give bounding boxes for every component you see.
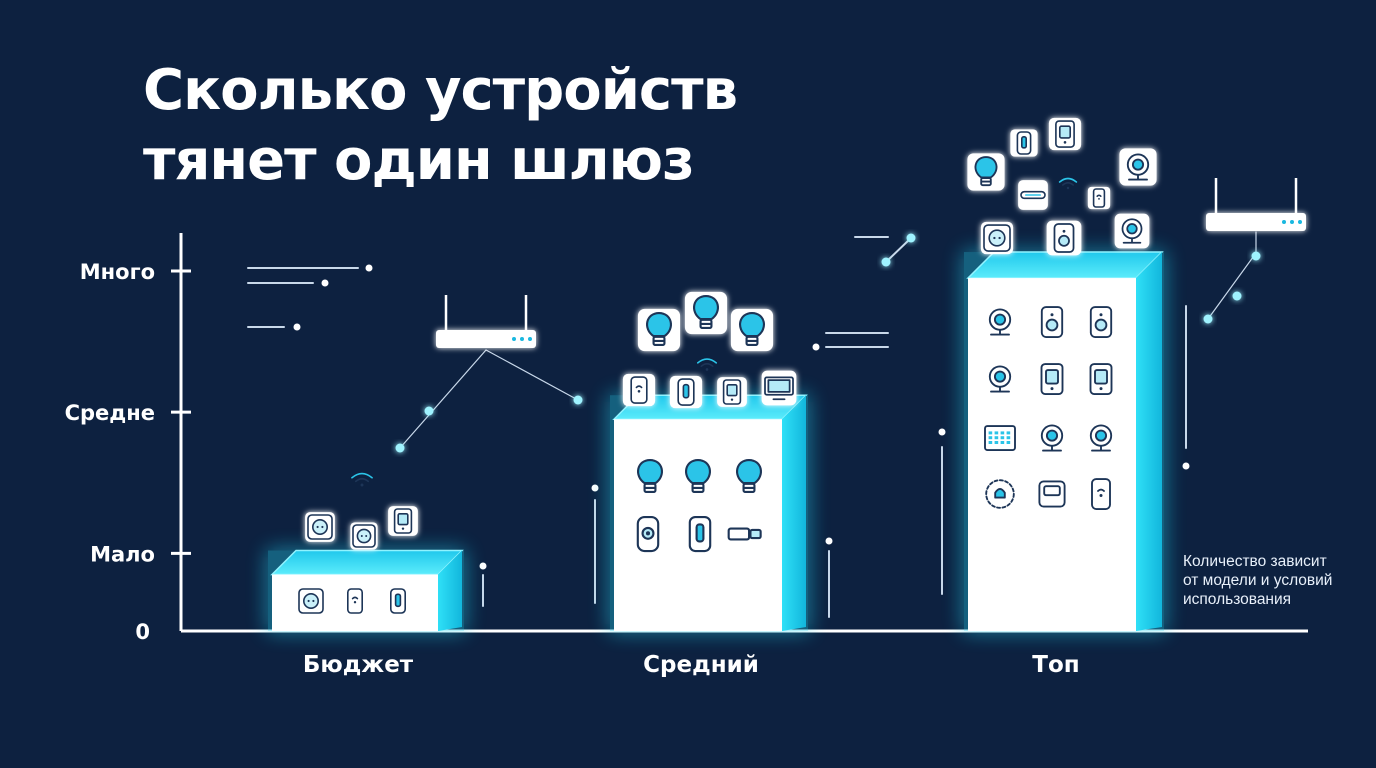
connector-dot	[1251, 251, 1261, 261]
footnote-line-1: Количество зависит	[1183, 553, 1327, 570]
router-icon	[436, 295, 536, 348]
camera-icon	[1040, 424, 1064, 452]
bar-1	[268, 549, 464, 631]
wifi-icon	[1058, 177, 1078, 190]
bulb-icon	[637, 458, 663, 494]
speaker-icon	[1040, 306, 1064, 338]
plug-icon	[1089, 363, 1113, 395]
connector-dot	[321, 279, 329, 287]
motion-sensor-icon	[636, 515, 660, 553]
connector-dot	[812, 343, 820, 351]
y-tick-label: 0	[135, 620, 150, 644]
bar-side-face	[1136, 252, 1162, 631]
footnote-line-2: от модели и условий	[1183, 572, 1333, 589]
connector-dot	[365, 264, 373, 272]
connector-dot	[591, 484, 599, 492]
plug-icon	[388, 506, 418, 536]
speaker-icon	[1046, 220, 1082, 256]
bulb-icon	[684, 291, 728, 335]
decorative-lines	[247, 231, 1261, 618]
camera-icon	[1119, 148, 1157, 186]
switch-icon	[1038, 480, 1066, 508]
keypad-icon	[984, 425, 1016, 451]
y-tick-label: Много	[80, 260, 155, 284]
camera-icon	[988, 308, 1012, 336]
bar-side-face	[438, 550, 462, 631]
connector-line	[885, 237, 912, 263]
title-line-2: тянет один шлюз	[143, 128, 695, 193]
footnote-line-3: использования	[1183, 591, 1292, 608]
sensor-icon	[347, 588, 363, 614]
socket-icon	[350, 522, 378, 550]
sensor-icon	[1091, 478, 1111, 510]
connector-dot	[573, 395, 583, 405]
bulb-icon	[967, 153, 1005, 191]
connector-dot	[906, 233, 916, 243]
connector-line	[399, 349, 487, 449]
bar-3	[964, 251, 1164, 631]
plug-icon	[1040, 363, 1064, 395]
connector-dot	[395, 443, 405, 453]
socket-icon	[980, 221, 1014, 255]
connector-line	[485, 349, 579, 401]
camera-icon	[1114, 213, 1150, 249]
bar-side-face	[782, 395, 806, 631]
door-sensor-icon	[1010, 129, 1038, 157]
sensor-icon	[622, 373, 656, 407]
bulb-icon	[736, 458, 762, 494]
plug-icon	[717, 377, 747, 407]
camera-icon	[988, 365, 1012, 393]
connector-dot	[825, 537, 833, 545]
connector-dot	[424, 406, 434, 416]
router-icon	[1206, 178, 1306, 231]
plug-icon	[1048, 117, 1082, 151]
title-line-1: Сколько устройств	[143, 58, 738, 123]
y-tick-label: Мало	[90, 542, 155, 566]
page-title: Сколько устройств тянет один шлюз	[143, 56, 738, 196]
bar-top-face	[966, 251, 1164, 279]
bulb-icon	[730, 308, 774, 352]
alarm-icon	[985, 479, 1015, 509]
category-label: Бюджет	[303, 652, 414, 678]
footnote: Количество зависит от модели и условий и…	[1183, 552, 1332, 609]
connector-dot	[1203, 314, 1213, 324]
connector-dot	[479, 562, 487, 570]
connector-dot	[1182, 462, 1190, 470]
door-sensor-icon	[688, 515, 712, 553]
monitor-icon	[761, 370, 797, 406]
bulb-icon	[685, 458, 711, 494]
door-sensor-icon	[390, 588, 406, 614]
category-label: Топ	[1032, 652, 1079, 678]
wifi-icon	[696, 358, 718, 371]
socket-icon	[298, 588, 324, 614]
sensor-icon	[1087, 186, 1111, 210]
connector-line	[1207, 252, 1257, 320]
bar-2	[610, 394, 808, 631]
connector-dot	[1232, 291, 1242, 301]
y-tick-label: Средне	[65, 401, 155, 425]
camera-icon	[1089, 424, 1113, 452]
hub-icon	[1018, 180, 1048, 210]
connector-dot	[881, 257, 891, 267]
connector-dot	[293, 323, 301, 331]
device-icons	[298, 117, 1306, 614]
speaker-icon	[1089, 306, 1113, 338]
contact-sensor-icon	[727, 527, 762, 541]
socket-icon	[305, 512, 335, 542]
connector-dot	[938, 428, 946, 436]
category-label: Средний	[643, 652, 759, 678]
door-sensor-icon	[669, 375, 703, 409]
wifi-icon	[351, 472, 373, 487]
bar-top-face	[270, 549, 464, 576]
bulb-icon	[637, 308, 681, 352]
